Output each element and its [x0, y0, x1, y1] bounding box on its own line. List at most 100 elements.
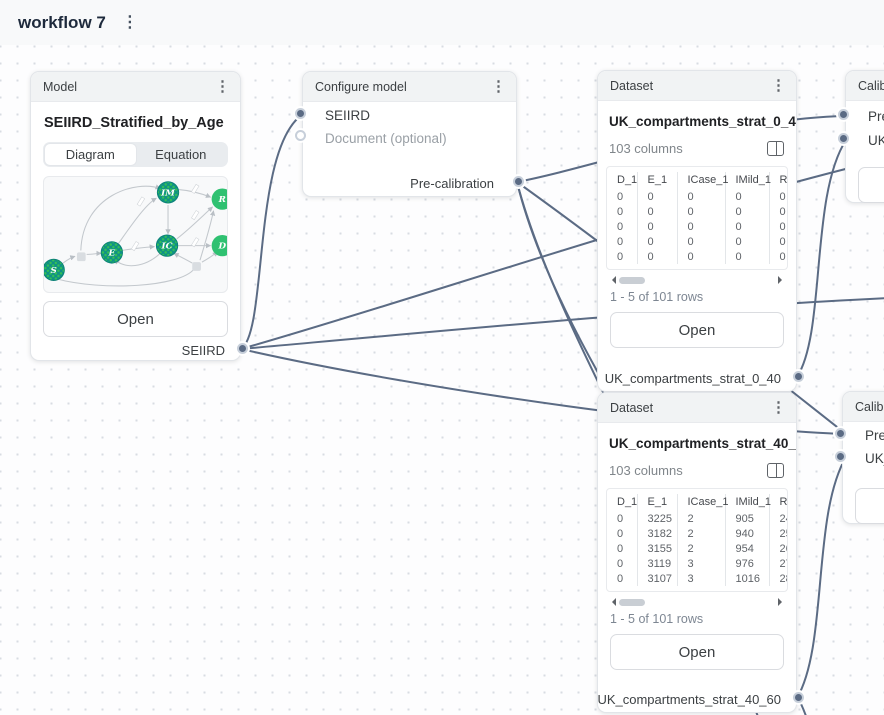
table-row: 00000 [607, 249, 788, 264]
svg-text:IM: IM [160, 188, 175, 198]
table-cell: 0 [677, 219, 725, 234]
output-port-dataset2[interactable] [793, 692, 804, 703]
node-type-label: Dataset [610, 79, 653, 93]
table-cell: 0 [725, 219, 769, 234]
open-calibrate-button[interactable] [855, 488, 884, 524]
open-dataset-button[interactable]: Open [610, 634, 784, 670]
node-type-label: Dataset [610, 401, 653, 415]
table-cell: 0 [607, 511, 637, 526]
edge-seiird-to-configure[interactable] [241, 114, 303, 349]
column-header: D_1 [607, 172, 637, 189]
table-cell: 3225 [637, 511, 677, 526]
table-cell: 0 [677, 234, 725, 249]
table-cell: 940 [725, 526, 769, 541]
table-cell: 0 [769, 204, 788, 219]
column-header: E_1 [637, 494, 677, 511]
compartment-IMild: IM [157, 182, 178, 203]
kebab-menu-icon[interactable]: ⋮ [215, 79, 230, 94]
column-header: E_1 [637, 172, 677, 189]
input-port-seiird[interactable] [295, 108, 306, 119]
node-calibrate-2[interactable]: Calibra Pre-c UK_c [842, 391, 884, 524]
scroll-right-icon[interactable] [778, 598, 786, 606]
node-dataset-2[interactable]: Dataset ⋮ UK_compartments_strat_40_60 10… [597, 392, 797, 713]
table-cell: 3155 [637, 541, 677, 556]
table-row: 0315529542645 [607, 541, 788, 556]
table-cell: 2645 [769, 541, 788, 556]
edge-dataset2-to-calibrate2[interactable] [797, 457, 846, 698]
svg-text:R: R [218, 195, 226, 205]
input-port-document[interactable] [295, 130, 306, 141]
table-cell: 954 [725, 541, 769, 556]
node-calibrate-1[interactable]: Calibr Pre- UK_ [845, 70, 884, 203]
column-header: ICase_1 [677, 172, 725, 189]
column-header: IMild_1 [725, 494, 769, 511]
tab-diagram[interactable]: Diagram [45, 144, 136, 165]
node-model[interactable]: Model ⋮ SEIIRD_Stratified_by_Age Diagram… [30, 71, 241, 361]
columns-count-label: 103 columns [609, 141, 683, 156]
column-header: IMild_1 [725, 172, 769, 189]
table-cell: 0 [725, 249, 769, 264]
input-port-dataset[interactable] [835, 451, 846, 462]
node-type-label: Calibr [858, 79, 884, 93]
input-port-precalibration[interactable] [835, 428, 846, 439]
table-cell: 0 [607, 526, 637, 541]
table-cell: 2 [677, 526, 725, 541]
dataset-title: UK_compartments_strat_0_40 [598, 101, 796, 129]
table-cell: 0 [677, 249, 725, 264]
open-model-button[interactable]: Open [43, 301, 228, 337]
data-preview-table: D_1E_1ICase_1IMild_1R_1 0322529052477031… [606, 488, 788, 592]
table-cell: 2 [677, 541, 725, 556]
input-port-precalibration[interactable] [838, 109, 849, 120]
scrollbar-thumb[interactable] [619, 599, 645, 606]
table-row: 00000 [607, 189, 788, 204]
table-row: 0311939762732 [607, 556, 788, 571]
open-dataset-button[interactable]: Open [610, 312, 784, 348]
scrollbar-thumb[interactable] [619, 277, 645, 284]
scroll-left-icon[interactable] [608, 598, 616, 606]
svg-text:IC: IC [161, 242, 173, 252]
compartment-ICase: IC [156, 235, 177, 256]
tab-equation[interactable]: Equation [136, 144, 227, 165]
input-label-precalibration: Pre-c [865, 428, 884, 443]
table-cell: 3119 [637, 556, 677, 571]
table-cell: 0 [637, 219, 677, 234]
table-cell: 2806 [769, 571, 788, 586]
scroll-right-icon[interactable] [778, 276, 786, 284]
output-port-seiird[interactable] [237, 343, 248, 354]
table-cell: 0 [637, 189, 677, 204]
row-count-label: 1 - 5 of 101 rows [610, 290, 784, 304]
diagram-junction [192, 262, 201, 271]
table-cell: 3 [677, 571, 725, 586]
column-header: R_1 [769, 172, 788, 189]
compartment-R: R [212, 188, 228, 209]
table-cell: 0 [607, 219, 637, 234]
kebab-menu-icon[interactable]: ⋮ [491, 79, 506, 94]
kebab-menu-icon[interactable]: ⋮ [771, 400, 786, 415]
table-columns-icon[interactable] [767, 463, 784, 478]
table-cell: 0 [637, 249, 677, 264]
output-label-seiird: SEIIRD [182, 343, 225, 358]
table-cell: 3182 [637, 526, 677, 541]
column-header: ICase_1 [677, 494, 725, 511]
output-port-precalibration[interactable] [513, 176, 524, 187]
compartment-E: E [101, 242, 122, 263]
workflow-header-bar: workflow 7 ⋮ [0, 0, 884, 45]
table-cell: 976 [725, 556, 769, 571]
input-port-dataset[interactable] [838, 133, 849, 144]
scroll-left-icon[interactable] [608, 276, 616, 284]
table-cell: 0 [607, 541, 637, 556]
kebab-menu-icon[interactable]: ⋮ [122, 15, 138, 31]
table-row: 00000 [607, 204, 788, 219]
node-configure-model[interactable]: Configure model ⋮ SEIIRD Document (optio… [302, 71, 517, 197]
table-cell: 0 [607, 556, 637, 571]
table-cell: 0 [607, 204, 637, 219]
node-dataset-1[interactable]: Dataset ⋮ UK_compartments_strat_0_40 103… [597, 70, 797, 392]
output-port-dataset1[interactable] [793, 371, 804, 382]
table-columns-icon[interactable] [767, 141, 784, 156]
output-label-precalibration: Pre-calibration [410, 176, 494, 191]
table-row: 0322529052477 [607, 511, 788, 526]
open-calibrate-button[interactable] [858, 167, 884, 203]
kebab-menu-icon[interactable]: ⋮ [771, 78, 786, 93]
table-cell: 0 [725, 234, 769, 249]
input-label-document: Document (optional) [325, 131, 447, 146]
